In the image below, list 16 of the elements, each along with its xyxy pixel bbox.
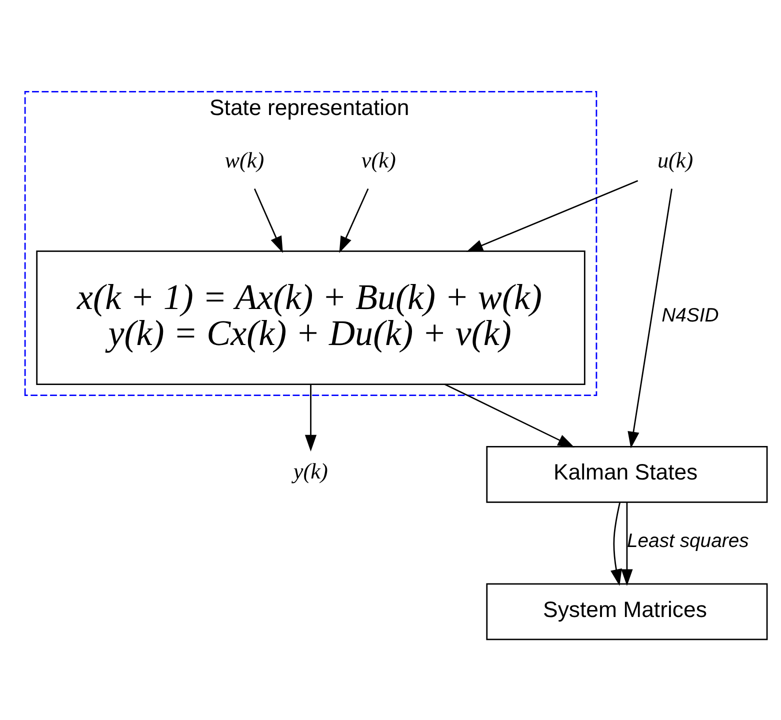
arrow (610, 502, 622, 586)
node-text: y(k) (293, 458, 328, 484)
arrow (339, 188, 369, 254)
node-text: u(k) (657, 148, 694, 173)
arrow (254, 188, 283, 254)
arrow (466, 180, 638, 252)
edge-label: N4SID (662, 304, 719, 326)
arrow (628, 188, 672, 448)
edge-label: Least squares (626, 530, 749, 552)
node-box: System Matrices (486, 583, 768, 640)
node-box: Kalman States (486, 446, 768, 503)
node-box: x(k + 1) = Ax(k) + Bu(k) + w(k) y(k) = Cx(k) + Du(k) + v(k) (36, 250, 586, 385)
node-text: v(k) (361, 148, 396, 173)
node-text: w(k) (224, 148, 264, 173)
arrow (621, 502, 633, 586)
arrow (304, 384, 317, 452)
